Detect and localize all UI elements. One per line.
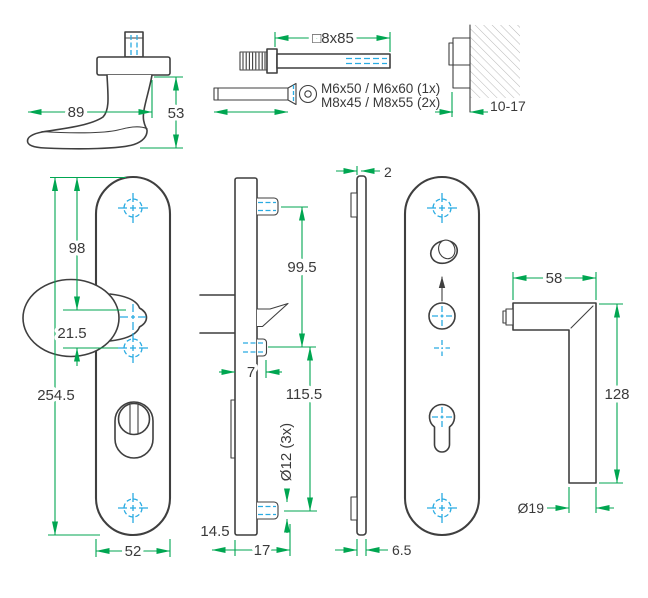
lever-collar-cap: [502, 310, 507, 324]
dim-door-thickness-label: 10-17: [490, 98, 526, 114]
plate-edge-cap: [448, 42, 454, 66]
drill-target-icon: [427, 193, 457, 223]
screw-drive-hole: [304, 90, 312, 98]
backplate-side-view: 99.5 115.5 Ø12 (3x) 7 14.5 17: [197, 177, 326, 563]
dim-plate-width-label: 52: [125, 543, 142, 560]
spindle-shaft: [276, 53, 391, 69]
screw-spec-line2: M8x45 / M8x55 (2x): [321, 95, 440, 110]
dim-outside-plate: 254.5 98 21.5 52: [34, 176, 171, 564]
drill-target-icon: [427, 493, 457, 523]
handle-center-mark: [120, 304, 146, 330]
drill-target-icons: [118, 193, 457, 523]
stud-bottom: [256, 501, 279, 520]
screw-head-front: [298, 84, 318, 104]
dim-lever-diameter-label: Ø19: [518, 500, 545, 516]
dim-stud-lower-label: 115.5: [286, 386, 322, 403]
handle-rosette: [96, 56, 171, 76]
screw-head: [287, 82, 297, 106]
lever-outline: [512, 302, 597, 484]
dim-stud-length-label: 7: [247, 364, 255, 381]
cover-shell-side-view: 2 6.5: [335, 161, 415, 561]
plate-edge-profile: [452, 37, 471, 89]
handle-hole-center-mark: [432, 306, 452, 326]
plate-profile: [234, 177, 258, 536]
spindle-view: □8x85: [239, 27, 391, 74]
dim-shell-thickness-label: 2: [384, 164, 392, 180]
stud-top: [256, 197, 279, 216]
dim-spindle: □8x85: [274, 27, 391, 52]
knob-neck: [109, 293, 148, 342]
dim-door-thickness: 10-17: [435, 92, 529, 117]
handle-side-view: 89 53: [26, 31, 188, 150]
guard-bump: [230, 399, 236, 459]
outside-backplate-view: 254.5 98 21.5 52: [22, 175, 172, 564]
knob: [22, 278, 120, 358]
dim-hole-top-label: 98: [69, 240, 86, 257]
dim-lever-length-label: 128: [604, 386, 629, 403]
cylinder-guard: [114, 401, 154, 459]
small-center-mark: [434, 340, 450, 356]
adapter-ring: [429, 239, 459, 265]
dim-depth-total-label: 17: [254, 542, 271, 559]
dim-spindle-label: □8x85: [312, 30, 354, 47]
screw-shank: [213, 87, 289, 101]
dim-shell-depth-label: 6.5: [392, 542, 412, 558]
dim-lever: 58 128 Ø19: [512, 267, 633, 519]
dim-stud-diameter-label: Ø12 (3x): [278, 423, 295, 481]
dim-shell: 2 6.5: [335, 161, 415, 561]
spindle-thread: [239, 51, 268, 71]
handle-grip-foldline: [41, 126, 148, 134]
door-hatch: [470, 25, 520, 98]
shell-profile: [356, 175, 367, 536]
stud-middle: [256, 338, 268, 357]
screw-view: M6x50 / M6x60 (1x) M8x45 / M8x55 (2x): [213, 81, 440, 115]
lever-handle-view: 58 128 Ø19: [502, 267, 633, 519]
lever-miter-line: [570, 305, 594, 329]
drill-target-icon: [118, 193, 148, 223]
drill-target-icon: [118, 333, 148, 363]
inside-backplate-view: [403, 175, 481, 537]
dim-hole-mid-label: 21.5: [57, 325, 86, 342]
dim-plate-height-label: 254.5: [37, 387, 75, 404]
spindle-collar: [266, 48, 278, 74]
dim-handle-height: 53: [140, 76, 188, 149]
dim-handle-width: 89: [27, 80, 153, 125]
dim-depth-inner-label: 14.5: [200, 523, 229, 540]
dim-side-profile: 99.5 115.5 Ø12 (3x) 7 14.5 17: [197, 206, 326, 563]
lever-collar: [505, 308, 514, 326]
spindle-stub: [124, 31, 144, 58]
drill-target-icon: [118, 493, 148, 523]
handle-grip-outline: [26, 74, 153, 150]
cylinder-center-mark: [432, 407, 452, 427]
shell-clip-bottom: [350, 496, 358, 521]
screw-spec-line1: M6x50 / M6x60 (1x): [321, 81, 440, 96]
shell-clip-top: [350, 192, 358, 218]
dim-handle-width-label: 89: [68, 104, 85, 121]
dim-lever-arm-label: 58: [546, 270, 563, 287]
door-section-view: 10-17: [435, 24, 529, 117]
dim-stud-upper-label: 99.5: [287, 259, 316, 276]
dim-handle-height-label: 53: [168, 105, 185, 122]
lever-end-on: [256, 302, 289, 328]
